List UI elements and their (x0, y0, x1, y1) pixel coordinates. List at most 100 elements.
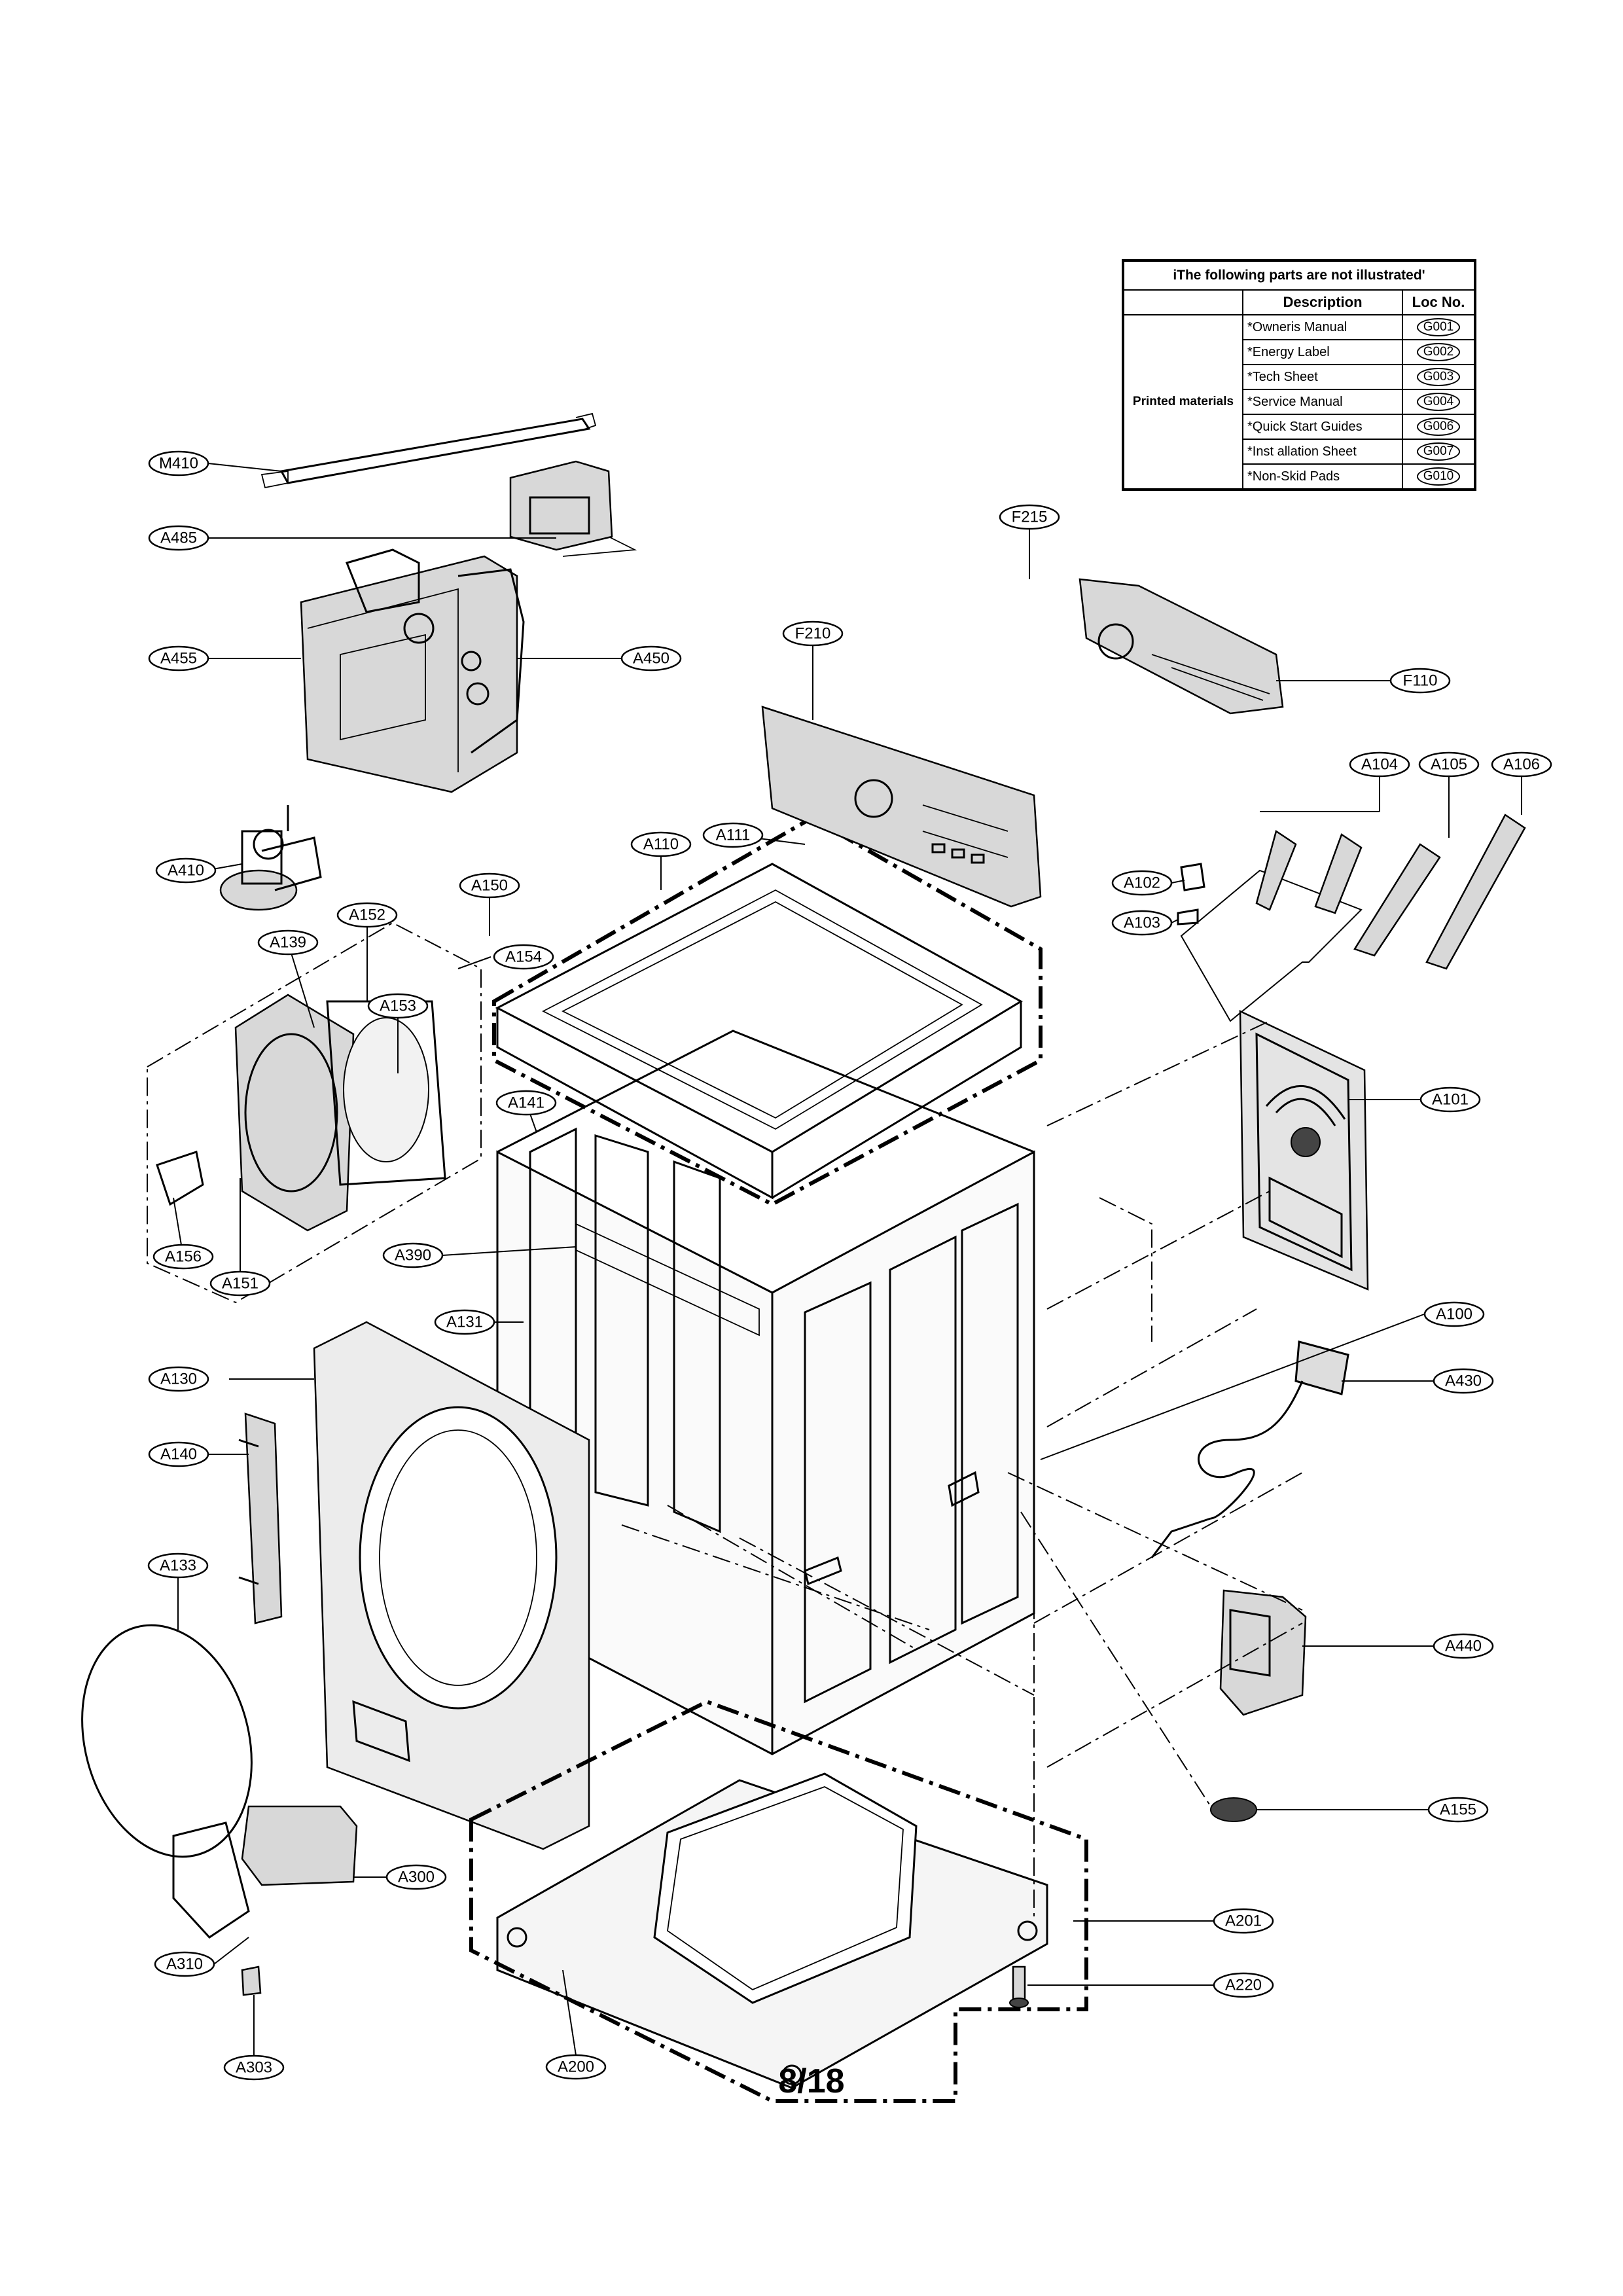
part-a155-cap (1210, 1797, 1257, 1822)
column-header-description: Description (1242, 289, 1403, 315)
part-f110-f215-pcb (1079, 578, 1284, 715)
row-description: *Non-Skid Pads (1242, 463, 1403, 490)
svg-text:A430: A430 (1445, 1372, 1482, 1390)
svg-text:A201: A201 (1225, 1912, 1262, 1930)
table-row: Printed materials *Owneris Manual G001 (1122, 314, 1476, 490)
label-a430: A430 (1433, 1368, 1494, 1394)
svg-text:A141: A141 (508, 1094, 544, 1112)
svg-text:M410: M410 (159, 455, 198, 473)
part-f210-control-panel (761, 706, 1042, 908)
svg-text:A300: A300 (398, 1869, 435, 1886)
svg-text:A140: A140 (160, 1446, 197, 1463)
svg-text:A155: A155 (1440, 1801, 1476, 1819)
svg-text:A139: A139 (270, 934, 306, 952)
svg-text:A440: A440 (1445, 1638, 1482, 1655)
part-a130-front-panel (313, 1321, 590, 1850)
label-a440: A440 (1433, 1633, 1494, 1659)
label-a310: A310 (154, 1951, 215, 1977)
label-f215: F215 (999, 504, 1060, 530)
row-description: *Quick Start Guides (1242, 414, 1403, 440)
category-cell: Printed materials (1122, 314, 1243, 490)
svg-text:A310: A310 (166, 1956, 203, 1973)
label-a141: A141 (495, 1090, 557, 1116)
label-a303: A303 (223, 2054, 285, 2081)
not-illustrated-parts-table: iThe following parts are not illustrated… (1122, 259, 1476, 491)
label-a300: A300 (385, 1864, 447, 1890)
part-a430-power-cord (1150, 1340, 1349, 1558)
table-header: iThe following parts are not illustrated… (1122, 260, 1476, 291)
svg-text:A151: A151 (222, 1275, 259, 1293)
label-a104: A104 (1349, 751, 1410, 778)
svg-text:F210: F210 (795, 625, 831, 643)
svg-text:A390: A390 (395, 1247, 431, 1265)
label-a450: A450 (620, 645, 682, 672)
table-row: *Tech Sheet G003 (1123, 364, 1476, 390)
svg-text:A153: A153 (380, 997, 416, 1015)
leader-lines (173, 463, 1522, 2056)
label-a220: A220 (1213, 1972, 1274, 1998)
label-a105: A105 (1418, 751, 1480, 778)
label-a155: A155 (1427, 1797, 1489, 1823)
svg-text:A133: A133 (160, 1557, 196, 1575)
label-a106: A106 (1491, 751, 1552, 778)
part-a410-valve (219, 805, 322, 911)
row-description: *Energy Label (1242, 339, 1403, 365)
part-a220-leg (1009, 1965, 1029, 2008)
part-a100-cabinet (496, 1030, 1035, 1755)
label-a110: A110 (630, 831, 692, 857)
svg-text:A106: A106 (1503, 756, 1540, 774)
table-row: *Energy Label G002 (1123, 339, 1476, 365)
table-row: *Service Manual G004 (1123, 389, 1476, 415)
label-a131: A131 (434, 1309, 495, 1335)
label-a139: A139 (257, 929, 319, 956)
page-number: 8/18 (778, 2062, 845, 2100)
label-a201: A201 (1213, 1908, 1274, 1934)
label-m410: M410 (148, 450, 209, 476)
row-loc: G010 (1416, 467, 1461, 486)
part-a200-base (496, 1772, 1048, 2089)
svg-text:A105: A105 (1431, 756, 1467, 774)
svg-text:A200: A200 (558, 2058, 594, 2076)
svg-text:A450: A450 (633, 650, 669, 668)
label-a152: A152 (336, 902, 398, 928)
part-a101-back-panel (1239, 1010, 1369, 1291)
label-a111: A111 (702, 822, 764, 848)
svg-text:A130: A130 (160, 1371, 197, 1388)
part-drawings (81, 412, 1526, 2103)
label-a130: A130 (148, 1366, 209, 1392)
label-a151: A151 (209, 1270, 271, 1297)
label-a101: A101 (1419, 1086, 1481, 1113)
table-row: *Non-Skid Pads G010 (1123, 463, 1476, 490)
svg-text:A111: A111 (716, 827, 751, 844)
svg-text:A131: A131 (446, 1314, 483, 1331)
svg-text:A455: A455 (160, 650, 197, 668)
group-outline-base (469, 1699, 1088, 2103)
label-a103: A103 (1111, 910, 1173, 936)
row-description: *Owneris Manual (1242, 314, 1403, 340)
row-loc: G003 (1416, 368, 1461, 386)
label-a390: A390 (382, 1242, 444, 1268)
row-loc: G004 (1416, 393, 1461, 411)
svg-text:A303: A303 (236, 2059, 272, 2077)
label-a133: A133 (147, 1552, 209, 1579)
svg-text:A101: A101 (1432, 1091, 1469, 1109)
row-description: *Service Manual (1242, 389, 1403, 415)
svg-text:A100: A100 (1436, 1306, 1472, 1323)
label-a154: A154 (493, 944, 554, 970)
row-description: *Tech Sheet (1242, 364, 1403, 390)
part-labels: M410 A485 A455 A450 F215 F210 F110 A104 … (147, 450, 1552, 2081)
label-a485: A485 (148, 525, 209, 551)
part-a455-a450-pcb (300, 548, 525, 793)
label-a100: A100 (1423, 1301, 1485, 1327)
row-description: *Inst allation Sheet (1242, 439, 1403, 465)
label-a410: A410 (155, 857, 217, 884)
part-a485-module (509, 460, 637, 557)
label-a150: A150 (459, 872, 520, 899)
svg-text:A102: A102 (1124, 874, 1160, 892)
svg-text:A152: A152 (349, 906, 385, 924)
part-a102-a103-clips (1177, 863, 1205, 925)
table-row: *Quick Start Guides G006 (1123, 414, 1476, 440)
part-filters (1180, 814, 1526, 1022)
row-loc: G006 (1416, 418, 1461, 436)
